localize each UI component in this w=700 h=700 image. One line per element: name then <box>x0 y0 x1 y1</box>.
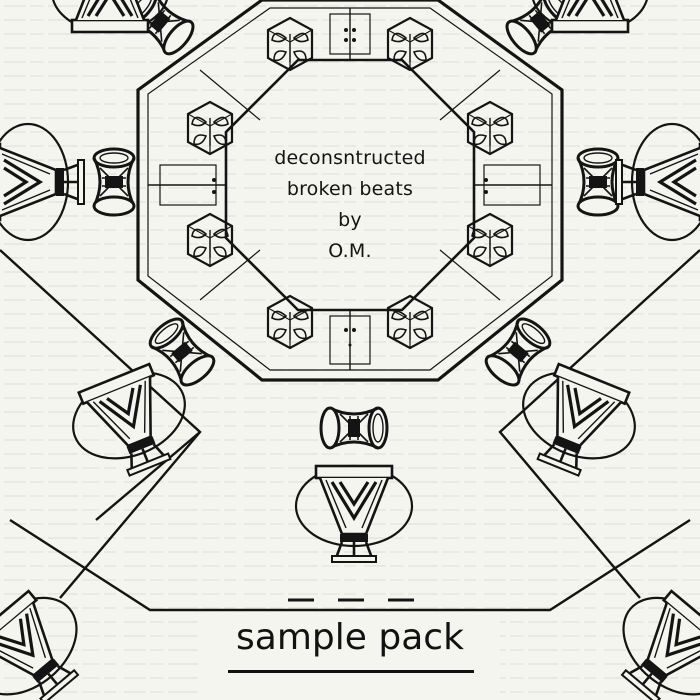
outer-frame <box>0 249 700 612</box>
cover-title: deconsntructed broken beats by O.M. <box>258 130 442 280</box>
footer-underline <box>228 670 474 673</box>
title-line-3: by <box>338 209 362 231</box>
title-line-1: deconsntructed <box>274 147 426 169</box>
title-line-2: broken beats <box>286 178 414 200</box>
title-line-4: O.M. <box>328 240 372 262</box>
octagon-frame-icon <box>136 0 564 382</box>
footer-label: sample pack <box>236 617 464 658</box>
